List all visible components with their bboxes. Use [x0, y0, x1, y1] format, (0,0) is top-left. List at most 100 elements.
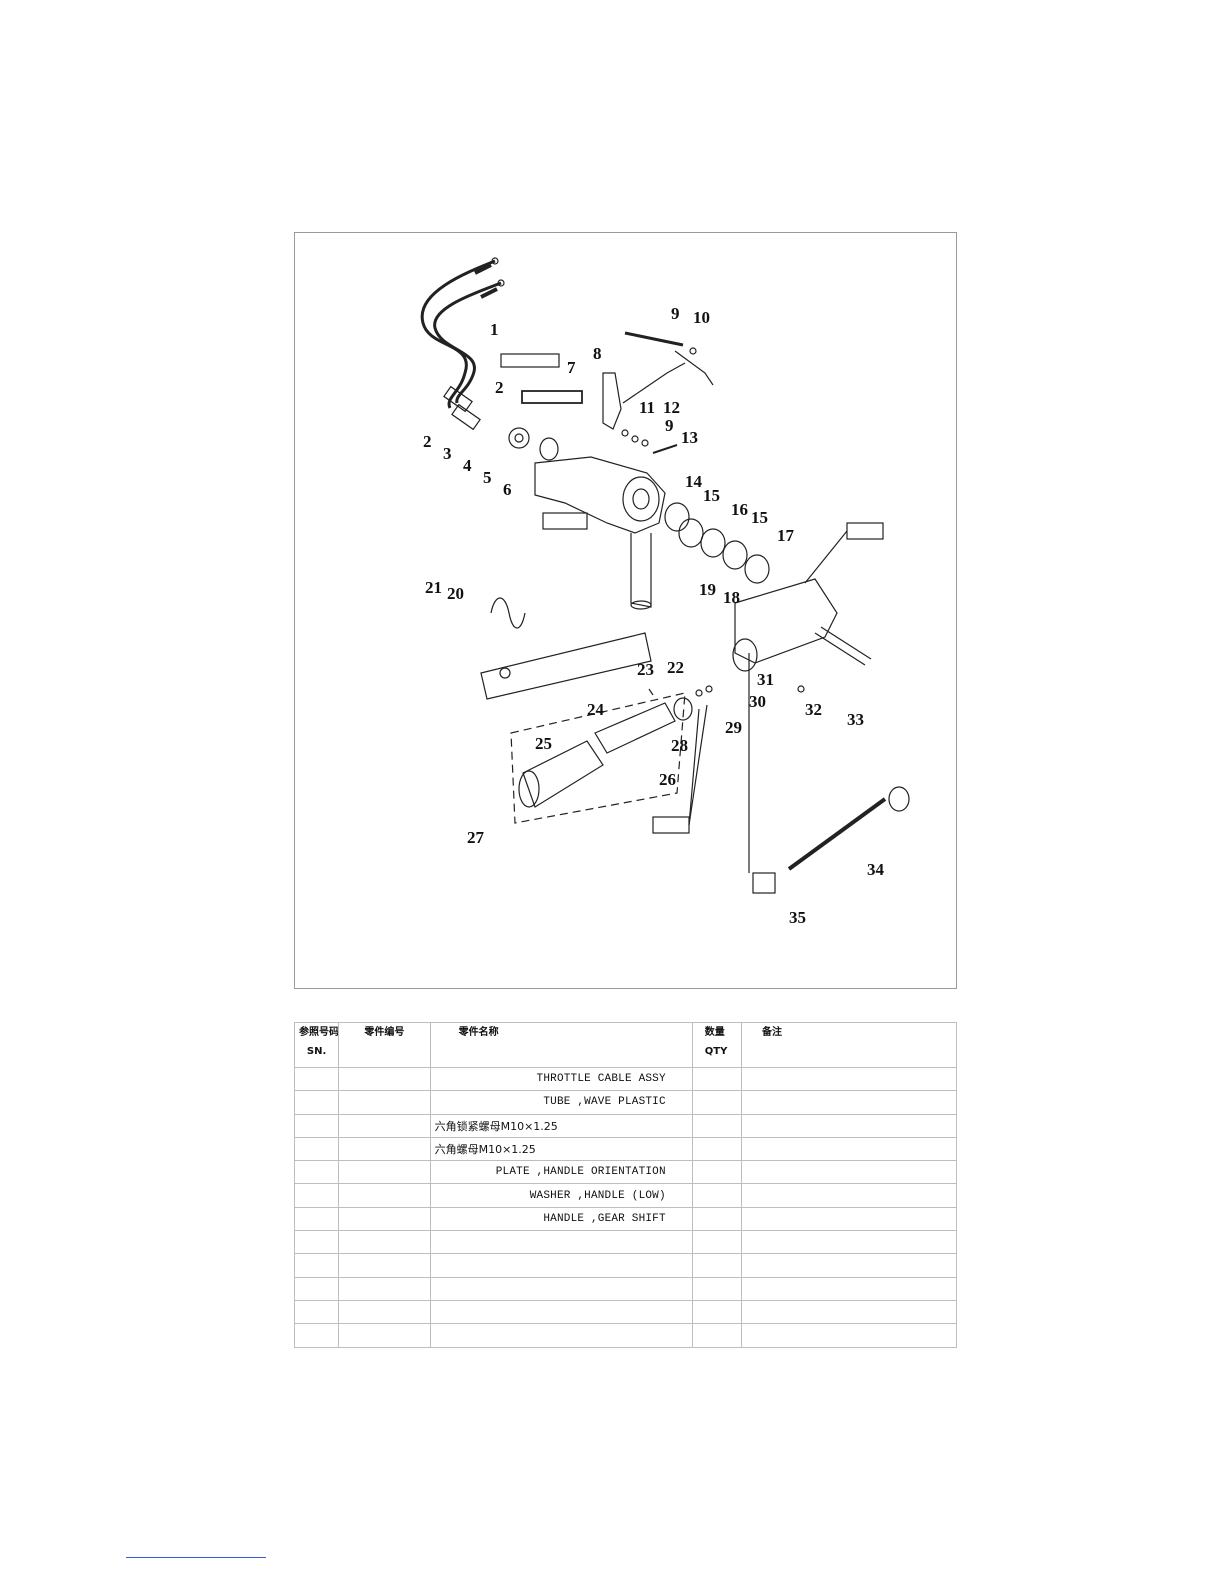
callout-label: 8 — [593, 344, 602, 363]
callout-label: 34 — [867, 860, 885, 879]
callout-label: 29 — [725, 718, 742, 737]
footnote-separator — [126, 1557, 266, 1558]
cell-part-name: TUBE ,WAVE PLASTIC — [429, 1090, 693, 1115]
cell-note — [741, 1323, 957, 1348]
cell-qty — [691, 1160, 743, 1185]
callout-label: 22 — [667, 658, 684, 677]
cell-part-code — [338, 1206, 431, 1232]
header-note-cn: 备注 — [762, 1027, 782, 1038]
table-row — [293, 1323, 957, 1348]
callout-label: 16 — [731, 500, 748, 519]
table-row: 六角螺母M10×1.25 — [293, 1136, 957, 1162]
callout-label: 2 — [423, 432, 432, 451]
header-qty: 数量 QTY — [691, 1022, 743, 1068]
callout-label: 15 — [751, 508, 768, 527]
callout-label: 25 — [535, 734, 552, 753]
cell-part-name — [429, 1299, 693, 1325]
callout-label: 5 — [483, 468, 492, 487]
callout-label: 12 — [663, 398, 680, 417]
callout-label: 28 — [671, 736, 688, 755]
cell-part-name: THROTTLE CABLE ASSY — [429, 1066, 693, 1092]
cell-part-name: WASHER ,HANDLE (LOW) — [429, 1183, 693, 1208]
cell-note — [741, 1299, 957, 1325]
callout-label: 35 — [789, 908, 806, 927]
cell-part-name — [429, 1276, 693, 1301]
throttle-cable-a — [420, 259, 496, 409]
callout-label: 24 — [587, 700, 605, 719]
cell-qty — [691, 1323, 743, 1348]
cell-qty — [691, 1136, 743, 1162]
cell-sn — [293, 1160, 340, 1185]
cell-sn — [293, 1066, 340, 1092]
cell-part-name: PLATE ,HANDLE ORIENTATION — [429, 1160, 693, 1185]
cell-qty — [691, 1066, 743, 1092]
cell-note — [741, 1113, 957, 1138]
table-header-row: 参照号码 SN. 零件编号 零件名称 数量 QTY 备注 — [293, 1022, 957, 1068]
cell-qty — [691, 1253, 743, 1278]
cell-part-code — [338, 1230, 431, 1255]
callout-label: 3 — [443, 444, 452, 463]
callout-label: 4 — [463, 456, 472, 475]
cell-sn — [293, 1136, 340, 1162]
callout-label: 2 — [495, 378, 504, 397]
callout-label: 18 — [723, 588, 740, 607]
header-sn: 参照号码 SN. — [293, 1022, 340, 1068]
cell-note — [741, 1136, 957, 1162]
table-row — [293, 1299, 957, 1325]
header-sn-en: SN. — [306, 1046, 327, 1057]
diagram-drawing: 1 2 2 3 4 5 6 7 8 9 10 11 12 9 13 14 15 … — [420, 257, 910, 927]
cell-note — [741, 1090, 957, 1115]
callout-label: 13 — [681, 428, 698, 447]
header-part-name: 零件名称 — [429, 1022, 693, 1068]
cell-sn — [293, 1113, 340, 1138]
cell-part-code — [338, 1253, 431, 1278]
table-row: TUBE ,WAVE PLASTIC — [293, 1090, 957, 1115]
throttle-cable-b — [433, 281, 502, 404]
cell-sn — [293, 1206, 340, 1232]
exploded-parts-diagram: 1 2 2 3 4 5 6 7 8 9 10 11 12 9 13 14 15 … — [294, 232, 957, 989]
cell-sn — [293, 1323, 340, 1348]
cell-qty — [691, 1090, 743, 1115]
callout-label: 11 — [639, 398, 655, 417]
cell-part-code — [338, 1183, 431, 1208]
cell-note — [741, 1230, 957, 1255]
cell-part-name — [429, 1323, 693, 1348]
header-name-cn: 零件名称 — [458, 1027, 499, 1038]
cell-note — [741, 1066, 957, 1092]
cell-part-code — [338, 1113, 431, 1138]
header-note: 备注 — [741, 1022, 957, 1068]
table-row — [293, 1276, 957, 1301]
callout-label: 15 — [703, 486, 720, 505]
cell-qty — [691, 1299, 743, 1325]
table-row — [293, 1253, 957, 1278]
cell-qty — [691, 1206, 743, 1232]
cell-part-code — [338, 1299, 431, 1325]
header-code-cn: 零件编号 — [364, 1027, 405, 1038]
cell-note — [741, 1206, 957, 1232]
cell-part-code — [338, 1276, 431, 1301]
cell-sn — [293, 1183, 340, 1208]
cell-part-name: 六角锁紧螺母M10×1.25 — [429, 1113, 693, 1138]
table-row: 六角锁紧螺母M10×1.25 — [293, 1113, 957, 1138]
callout-label: 14 — [685, 472, 703, 491]
callout-label: 31 — [757, 670, 774, 689]
table-row — [293, 1230, 957, 1255]
cell-part-name — [429, 1230, 693, 1255]
cell-qty — [691, 1113, 743, 1138]
callout-label: 19 — [699, 580, 716, 599]
cell-part-name — [429, 1253, 693, 1278]
cell-part-code — [338, 1136, 431, 1162]
table-row: WASHER ,HANDLE (LOW) — [293, 1183, 957, 1208]
cell-qty — [691, 1183, 743, 1208]
parts-list-table: 参照号码 SN. 零件编号 零件名称 数量 QTY 备注 THROTTLE CA… — [293, 1022, 957, 1348]
cell-part-code — [338, 1160, 431, 1185]
callout-group: 1 2 2 3 4 5 6 7 8 9 10 11 12 9 13 14 15 … — [423, 304, 885, 927]
table-row: HANDLE ,GEAR SHIFT — [293, 1206, 957, 1232]
cell-note — [741, 1183, 957, 1208]
cell-sn — [293, 1230, 340, 1255]
callout-label: 30 — [749, 692, 766, 711]
cell-sn — [293, 1299, 340, 1325]
callout-label: 17 — [777, 526, 795, 545]
cell-part-name: HANDLE ,GEAR SHIFT — [429, 1206, 693, 1232]
